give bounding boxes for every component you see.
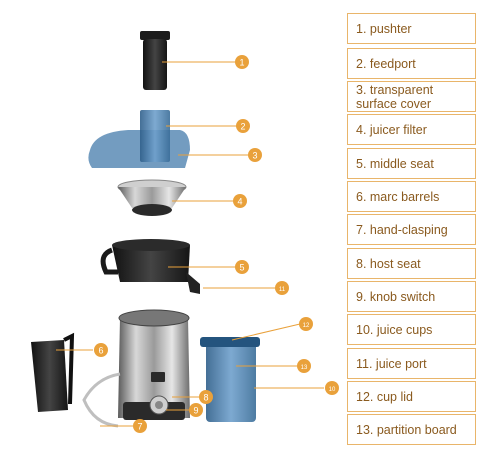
legend-item-10: 10. juice cups xyxy=(347,314,476,345)
legend-item-3: 3. transparent surface cover xyxy=(347,81,476,112)
callout-2: 2 xyxy=(240,122,245,132)
transparent-surface-cover xyxy=(88,110,190,168)
pusher xyxy=(140,31,170,90)
legend-item-2: 2. feedport xyxy=(347,48,476,79)
legend-item-7: 7. hand-clasping xyxy=(347,214,476,245)
host-seat xyxy=(118,309,190,420)
legend-item-6: 6. marc barrels xyxy=(347,181,476,212)
callout-11: 11 xyxy=(279,287,286,293)
legend-label-11: 11. juice port xyxy=(356,356,427,371)
legend-label-5: 5. middle seat xyxy=(356,156,434,171)
legend-label-3: 3. transparent surface cover xyxy=(356,82,434,111)
callout-4: 4 xyxy=(237,197,242,207)
callout-badges: 1 2 3 4 5 6 7 8 9 10 11 12 13 xyxy=(94,55,339,433)
callout-1: 1 xyxy=(239,58,244,68)
callout-6: 6 xyxy=(98,346,103,356)
middle-seat xyxy=(100,239,200,294)
legend-label-2: 2. feedport xyxy=(356,56,416,71)
callout-10: 10 xyxy=(329,387,336,393)
legend-item-1: 1. pushter xyxy=(347,13,476,44)
legend-item-12: 12. cup lid xyxy=(347,381,476,412)
legend-label-12: 12. cup lid xyxy=(356,389,413,404)
juicer-filter xyxy=(117,179,187,216)
legend-item-13: 13. partition board xyxy=(347,414,476,445)
legend-label-9: 9. knob switch xyxy=(356,289,436,304)
callout-12: 12 xyxy=(303,323,310,329)
juice-cup xyxy=(200,337,260,422)
callout-8: 8 xyxy=(203,393,208,403)
callout-3: 3 xyxy=(252,151,257,161)
legend-item-5: 5. middle seat xyxy=(347,148,476,179)
parts-legend: 1. pushter 2. feedport 3. transparent su… xyxy=(347,13,478,448)
legend-item-9: 9. knob switch xyxy=(347,281,476,312)
callout-7: 7 xyxy=(137,422,142,432)
legend-label-13: 13. partition board xyxy=(356,422,457,437)
hand-clasping xyxy=(82,372,121,428)
legend-item-8: 8. host seat xyxy=(347,248,476,279)
legend-item-11: 11. juice port xyxy=(347,348,476,379)
legend-label-6: 6. marc barrels xyxy=(356,189,440,204)
legend-label-7: 7. hand-clasping xyxy=(356,222,448,237)
callout-lines xyxy=(56,61,324,427)
legend-item-4: 4. juicer filter xyxy=(347,114,476,145)
legend-label-1: 1. pushter xyxy=(356,21,412,36)
callout-9: 9 xyxy=(193,406,198,416)
legend-label-8: 8. host seat xyxy=(356,256,421,271)
legend-label-4: 4. juicer filter xyxy=(356,122,427,137)
legend-label-10: 10. juice cups xyxy=(356,322,433,337)
callout-5: 5 xyxy=(239,263,244,273)
marc-barrel xyxy=(31,332,75,412)
callout-13: 13 xyxy=(301,365,308,371)
